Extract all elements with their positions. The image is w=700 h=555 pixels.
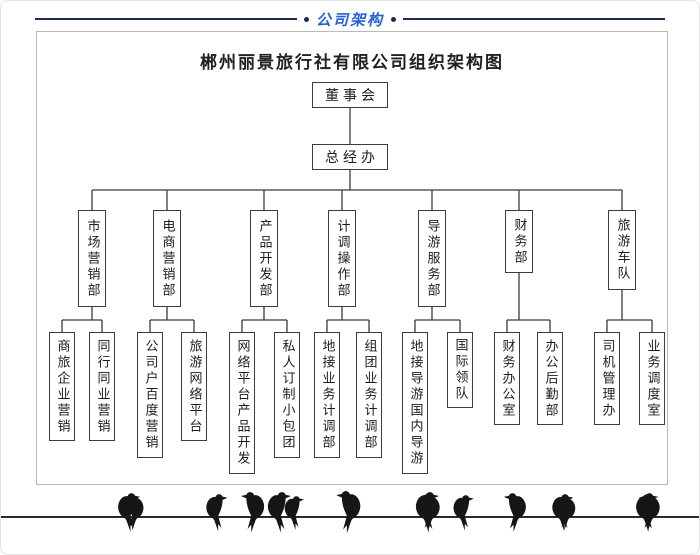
org-box-peer-marketing: 同行同业营销 [89, 332, 115, 441]
org-box-platform-product-dev: 网络平台产品开发 [229, 332, 255, 474]
org-chart-frame: 郴州丽景旅行社有限公司组织架构图 董事会 总经办 市场营销部 电商营销部 产品开… [36, 31, 668, 485]
org-box-driver-management: 司机管理办 [594, 332, 620, 425]
org-box-gm-office: 总经办 [312, 144, 388, 170]
org-box-finance-office: 财务办公室 [494, 332, 520, 425]
header-rule-right [403, 18, 666, 20]
org-box-local-domestic-guides: 地接导游国内导游 [402, 332, 428, 474]
org-chart-title: 郴州丽景旅行社有限公司组织架构图 [200, 53, 504, 73]
section-title: 公司架构 [316, 10, 385, 29]
org-box-dept-guide-service: 导游服务部 [418, 210, 446, 307]
org-box-logistics-dept: 办公后勤部 [537, 332, 563, 425]
org-box-biz-travel-marketing: 商旅企业营销 [49, 332, 75, 441]
org-box-dept-ecommerce: 电商营销部 [153, 210, 181, 307]
org-box-dispatch-room: 业务调度室 [639, 332, 665, 425]
org-box-group-ops: 组团业务计调部 [356, 332, 382, 458]
org-box-dept-marketing: 市场营销部 [78, 210, 106, 307]
org-box-private-custom-tours: 私人订制小包团 [274, 332, 300, 458]
org-box-dept-operations: 计调操作部 [328, 210, 356, 307]
header-dot-right [391, 16, 397, 22]
swallows-on-wire-decoration [1, 491, 699, 534]
org-box-international-leaders: 国际领队 [447, 332, 473, 408]
org-box-inbound-ops: 地接业务计调部 [314, 332, 340, 458]
header-rule-left [35, 18, 297, 20]
org-box-board: 董事会 [312, 82, 388, 108]
org-box-travel-platform: 旅游网络平台 [181, 332, 207, 441]
org-box-baidu-marketing: 公司户百度营销 [137, 332, 163, 458]
org-box-dept-finance: 财务部 [505, 210, 533, 273]
header-dot-left [304, 16, 309, 22]
section-header: 公司架构 [1, 7, 699, 31]
org-box-dept-product-dev: 产品开发部 [250, 210, 278, 307]
org-box-dept-fleet: 旅游车队 [608, 210, 636, 290]
